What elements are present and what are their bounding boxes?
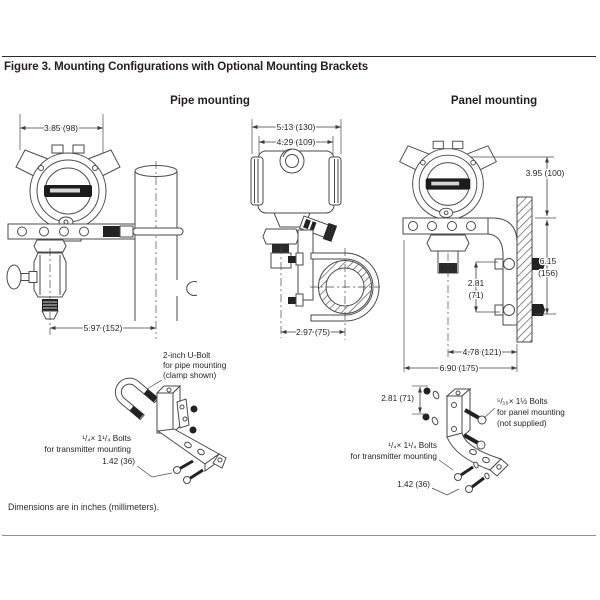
xmtr-bolts-label-2: for transmitter mounting bbox=[45, 445, 132, 454]
panel-xmtr-bolts-label-1: ¹/₄× 1¹/₄ Bolts bbox=[388, 441, 437, 450]
dim-bolt-span-text-1: 2.81 bbox=[468, 278, 485, 288]
panel-detail-labels: ⁵/₁₆× 1½ Bolts for panel mounting (not s… bbox=[349, 396, 566, 496]
panel-hole-span: 2.81 (71) bbox=[381, 394, 414, 403]
panel-dimensions: 3.95 (100) 6.15 (156) 2.81 (71) 4.78 (12… bbox=[403, 156, 566, 374]
valve-handwheel bbox=[6, 264, 22, 290]
dim-bracket-height-text-1: 6.15 bbox=[540, 256, 557, 266]
pipe-mounting-front-view: 3.85 (98) 5.97 (152) bbox=[6, 114, 198, 339]
dim-housing-width-text: 4.29 (109) bbox=[277, 137, 316, 147]
xmtr-bolt-length: 1.42 (36) bbox=[102, 457, 135, 466]
pipe-break-symbol bbox=[186, 281, 198, 296]
conduit-connection bbox=[298, 215, 338, 242]
transmitter-front-panel bbox=[399, 140, 497, 231]
panel-bolts-label-1: ⁵/₁₆× 1½ Bolts bbox=[497, 397, 548, 406]
pipe-mounting-heading: Pipe mounting bbox=[170, 95, 250, 107]
panel-bracket bbox=[402, 217, 518, 326]
mounting-bracket-bar bbox=[7, 223, 184, 240]
dim-offset-text: 5.97 (152) bbox=[84, 323, 123, 333]
process-connection bbox=[262, 228, 300, 338]
ubolt-label-1: 2-inch U-Bolt bbox=[163, 351, 211, 360]
dim-bracket-height-text-2: (156) bbox=[538, 268, 558, 278]
dim-overall-depth-text: 6.90 (175) bbox=[440, 363, 479, 373]
u-bolt-iso bbox=[114, 377, 160, 421]
figure-title: Figure 3. Mounting Configurations with O… bbox=[4, 61, 369, 73]
panel-bolts-label-3: (not supplied) bbox=[497, 419, 547, 428]
u-bolt bbox=[310, 252, 380, 322]
mounting-pipe bbox=[134, 161, 198, 339]
pipe-bracket-detail: 2-inch U-Bolt for pipe mounting (clamp s… bbox=[43, 350, 228, 484]
panel-xmtr-bolts-label-2: for transmitter mounting bbox=[351, 452, 438, 461]
pipe-front-dimensions: 3.85 (98) 5.97 (152) bbox=[19, 114, 156, 334]
side-view-dimensions: 5.13 (130) 4.29 (109) bbox=[251, 119, 342, 154]
ubolt-label-3: (clamp shown) bbox=[163, 371, 217, 380]
ubolt-rod bbox=[132, 227, 184, 236]
transmitter-side-view: 5.13 (130) 4.29 (109) bbox=[250, 119, 380, 340]
panel-bracket-detail: 2.81 (71) ⁵/₁₆× 1½ Bolts for panel mount… bbox=[349, 385, 566, 496]
panel-bracket-iso bbox=[422, 387, 509, 493]
dim-depth-text: 2.97 (75) bbox=[296, 327, 330, 337]
dim-overall-width-text: 5.13 (130) bbox=[277, 122, 316, 132]
dim-width-text: 3.85 (98) bbox=[44, 123, 78, 133]
panel-bolts bbox=[494, 258, 545, 316]
figure-bottom-rule bbox=[2, 535, 596, 537]
panel-process-connection bbox=[426, 234, 470, 358]
dim-bolt-span-text-2: (71) bbox=[468, 290, 483, 300]
xmtr-bolts-label-1: ¹/₄× 1¹/₄ Bolts bbox=[82, 434, 131, 443]
pipe-clamp-assembly bbox=[288, 229, 380, 340]
dim-depth-text: 4.78 (121) bbox=[463, 347, 502, 357]
ubolt-label-2: for pipe mounting bbox=[163, 361, 227, 370]
bracket-iso bbox=[155, 384, 227, 484]
figure-top-rule bbox=[2, 56, 596, 58]
panel-mounting-view: 3.95 (100) 6.15 (156) 2.81 (71) 4.78 (12… bbox=[399, 140, 566, 374]
pipe-detail-labels: 2-inch U-Bolt for pipe mounting (clamp s… bbox=[43, 350, 228, 478]
panel bbox=[516, 196, 533, 343]
dim-top-height-text: 3.95 (100) bbox=[526, 168, 565, 178]
manifold-valve bbox=[6, 239, 67, 335]
panel-bolts-label-2: for panel mounting bbox=[497, 408, 565, 417]
dimensions-note: Dimensions are in inches (millimeters). bbox=[8, 502, 160, 512]
panel-mounting-heading: Panel mounting bbox=[450, 95, 538, 107]
transmitter-housing-side bbox=[250, 148, 342, 242]
top-boss bbox=[279, 148, 305, 174]
panel-xmtr-bolt-length: 1.42 (36) bbox=[397, 480, 430, 489]
panel-detail-dimensions: 2.81 (71) bbox=[380, 385, 428, 415]
